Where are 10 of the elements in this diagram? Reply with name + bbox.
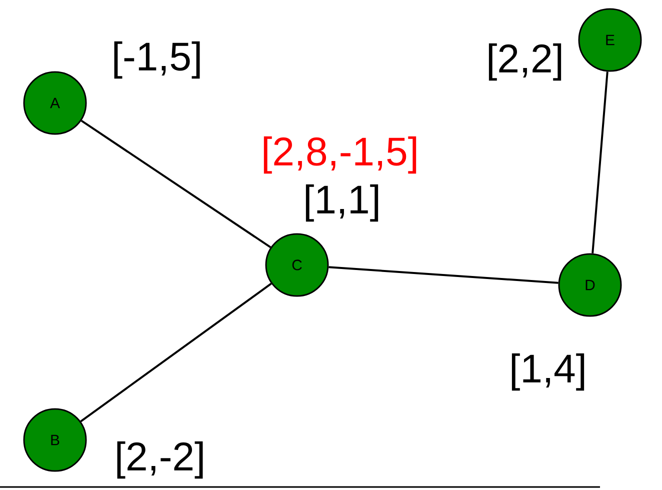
coordinate-label: [2,8,-1,5] [264, 136, 416, 174]
coordinate-label: [1,1] [306, 184, 378, 222]
edge-line [80, 120, 272, 248]
edge-line [592, 72, 608, 254]
edge-line [328, 266, 558, 284]
coordinate-label: [-1,5] [114, 41, 200, 79]
coordinate-label: [2,2] [488, 43, 562, 81]
edge-line [80, 282, 272, 422]
coordinate-label: [1,4] [512, 353, 584, 391]
coordinate-label: [2,-2] [117, 441, 203, 479]
